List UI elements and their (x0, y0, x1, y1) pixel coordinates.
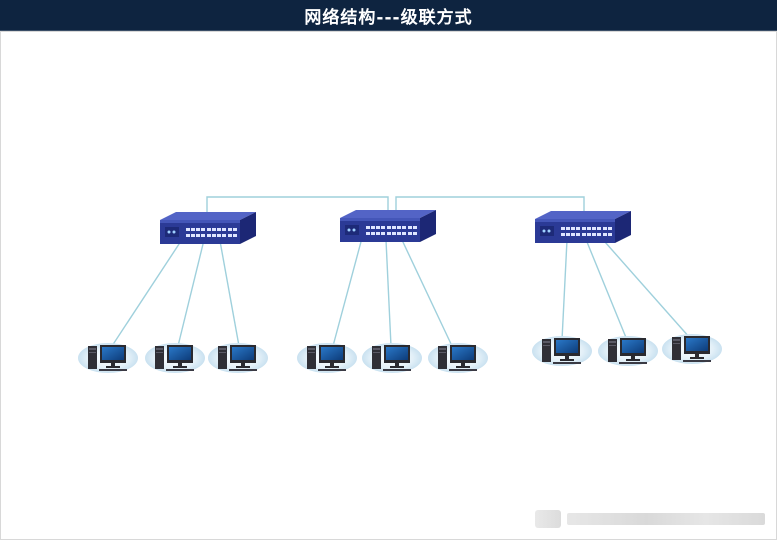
link-switch-2-pc-2 (385, 239, 392, 347)
desktop-computer-icon (532, 336, 592, 366)
blurred-watermark (535, 510, 765, 528)
desktop-computer-icon (428, 343, 488, 373)
cascade-links (206, 196, 585, 213)
computer-group-3 (532, 334, 722, 366)
link-switch-1-pc-2 (177, 239, 205, 347)
desktop-computer-icon (662, 334, 722, 364)
link-switch-2-to-switch-3 (395, 196, 585, 212)
desktop-computer-icon (362, 343, 422, 373)
desktop-computer-icon (297, 343, 357, 373)
computer-group-2 (297, 343, 488, 373)
link-switch-2-pc-3 (401, 239, 453, 347)
desktop-computer-icon (208, 343, 268, 373)
link-switch-2-pc-1 (332, 237, 363, 347)
desktop-computer-icon (78, 343, 138, 373)
switch-1 (160, 212, 256, 244)
link-switch-1-to-switch-2 (206, 196, 389, 213)
switch-3 (535, 211, 631, 243)
desktop-computer-icon (145, 343, 205, 373)
link-switch-3-pc-3 (604, 241, 691, 339)
computer-group-1 (78, 343, 268, 373)
access-links (111, 237, 691, 347)
network-switch-icon (340, 210, 436, 242)
switch-2 (340, 210, 436, 242)
link-switch-1-pc-3 (219, 240, 240, 347)
page-title: 网络结构---级联方式 (304, 7, 473, 28)
watermark-logo-icon (535, 510, 561, 528)
link-switch-1-pc-1 (111, 237, 184, 347)
network-switch-icon (160, 212, 256, 244)
title-bar: 网络结构---级联方式 (0, 0, 777, 31)
link-switch-3-pc-1 (561, 239, 568, 341)
network-switch-icon (535, 211, 631, 243)
watermark-text-blur (567, 513, 765, 525)
link-switch-3-pc-2 (586, 241, 628, 341)
desktop-computer-icon (598, 336, 658, 366)
